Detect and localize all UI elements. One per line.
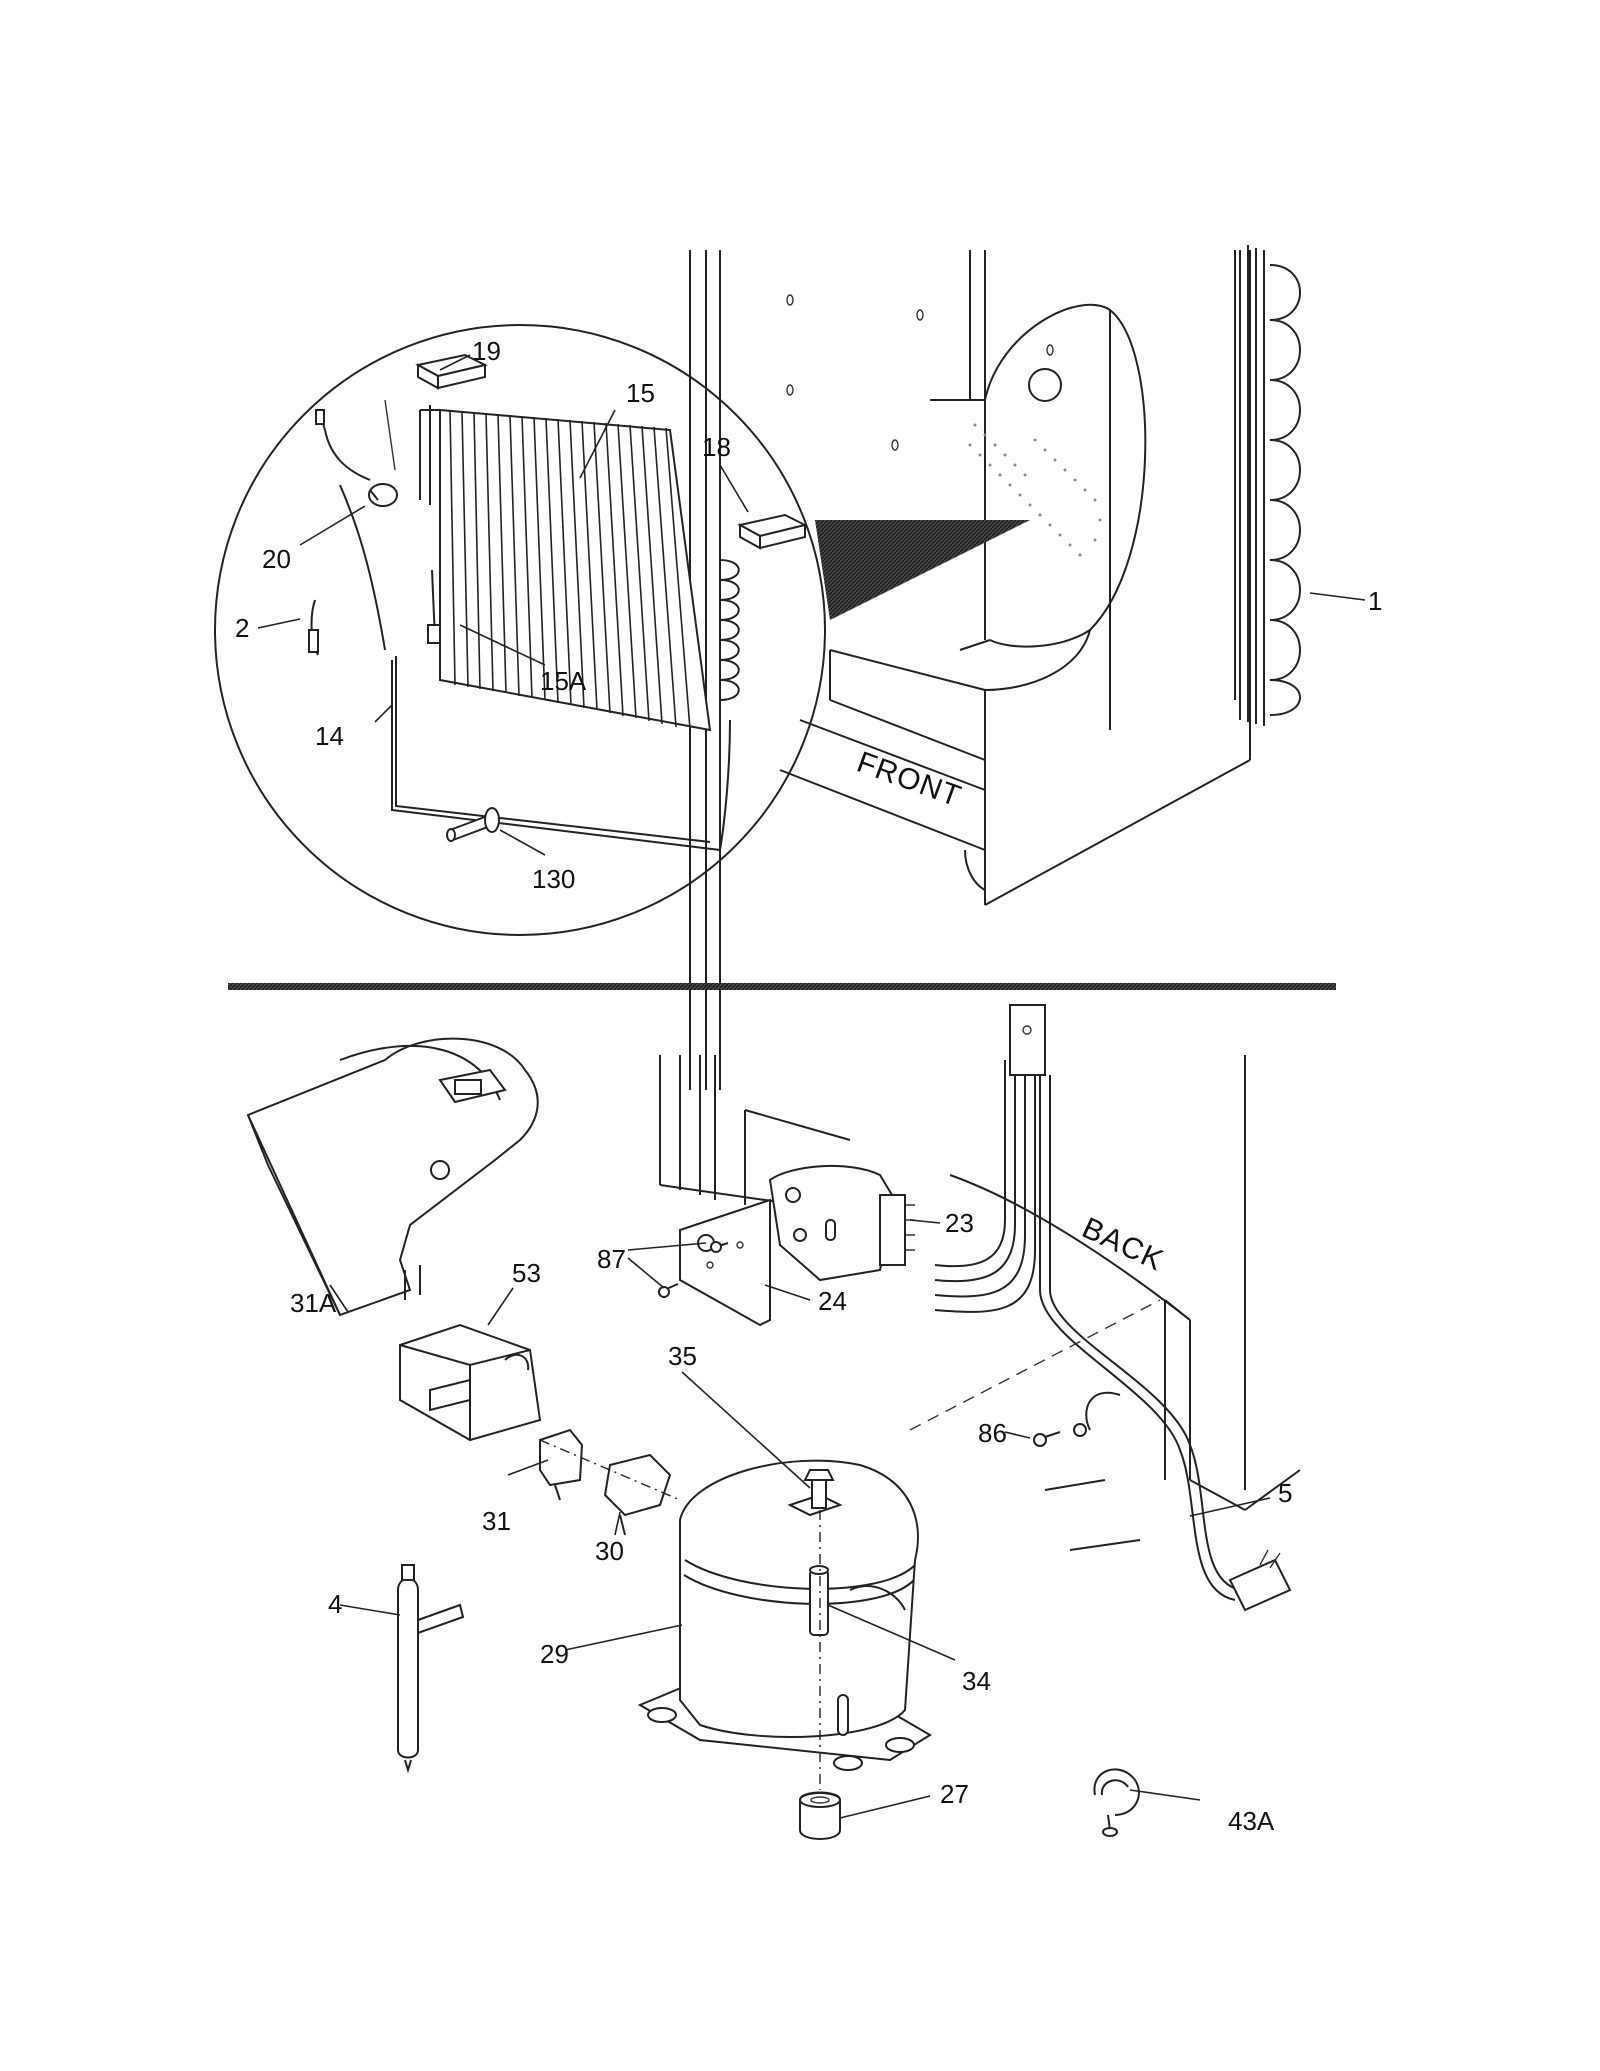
cord-clamp-43a (1093, 1768, 1140, 1837)
callout-labels: 1 2 14 15 15A 18 19 20 130 4 5 23 24 27 … (235, 336, 1382, 1836)
insulation-pad-18 (737, 513, 808, 550)
mounting-bolt-35 (787, 1469, 843, 1517)
callout-31: 31 (482, 1506, 511, 1536)
callout-130: 130 (532, 864, 575, 894)
callout-15: 15 (626, 378, 655, 408)
callout-20: 20 (262, 544, 291, 574)
callout-18: 18 (702, 432, 731, 462)
callout-31a: 31A (290, 1288, 337, 1318)
callout-23: 23 (945, 1208, 974, 1238)
callout-29: 29 (540, 1639, 569, 1669)
leader-lines (257, 354, 1366, 1819)
section-divider (228, 983, 1336, 990)
drain-tube-130 (446, 807, 500, 842)
overload-30 (603, 1453, 672, 1536)
grommet-27 (799, 1791, 841, 1840)
callout-86: 86 (978, 1418, 1007, 1448)
defrost-timer-23 (768, 1165, 915, 1282)
timer-bracket-24 (679, 1198, 771, 1327)
magnify-pointer (815, 520, 1030, 620)
callout-34: 34 (962, 1666, 991, 1696)
insulation-pad-19 (415, 353, 488, 390)
heater-wire-15a (339, 484, 731, 851)
power-cord-5 (1039, 1075, 1292, 1612)
relay-31 (539, 1428, 584, 1501)
vent-perforations (968, 423, 1102, 557)
callout-19: 19 (472, 336, 501, 366)
ground-screw-86 (1033, 1423, 1087, 1447)
magnified-view-circle (214, 324, 826, 936)
filter-drier-4 (397, 1564, 465, 1774)
back-label: BACK (1077, 1211, 1169, 1277)
assembly-lines (539, 1439, 821, 1790)
callout-87: 87 (597, 1244, 626, 1274)
callout-30: 30 (595, 1536, 624, 1566)
callout-4: 4 (328, 1589, 342, 1619)
compressor-29 (637, 1459, 932, 1771)
callout-1: 1 (1368, 586, 1382, 616)
ice-bin-31a (246, 1037, 539, 1317)
callout-2: 2 (235, 613, 249, 643)
cabinet-liner (689, 250, 1251, 1090)
evaporator (419, 405, 740, 732)
clip-2 (308, 599, 319, 656)
condenser-coil (1239, 245, 1301, 726)
defrost-thermostat-20 (315, 399, 398, 507)
callout-15a: 15A (540, 666, 587, 696)
callout-14: 14 (315, 721, 344, 751)
cabinet-back (659, 1055, 1301, 1511)
front-label: FRONT (853, 746, 966, 814)
callout-43a: 43A (1228, 1806, 1275, 1836)
callout-27: 27 (940, 1779, 969, 1809)
wire-harness (934, 1004, 1046, 1313)
callout-24: 24 (818, 1286, 847, 1316)
mounting-sleeve-34 (809, 1565, 829, 1636)
callout-53: 53 (512, 1258, 541, 1288)
relay-cover-53 (399, 1323, 542, 1442)
callout-35: 35 (668, 1341, 697, 1371)
callout-5: 5 (1278, 1478, 1292, 1508)
